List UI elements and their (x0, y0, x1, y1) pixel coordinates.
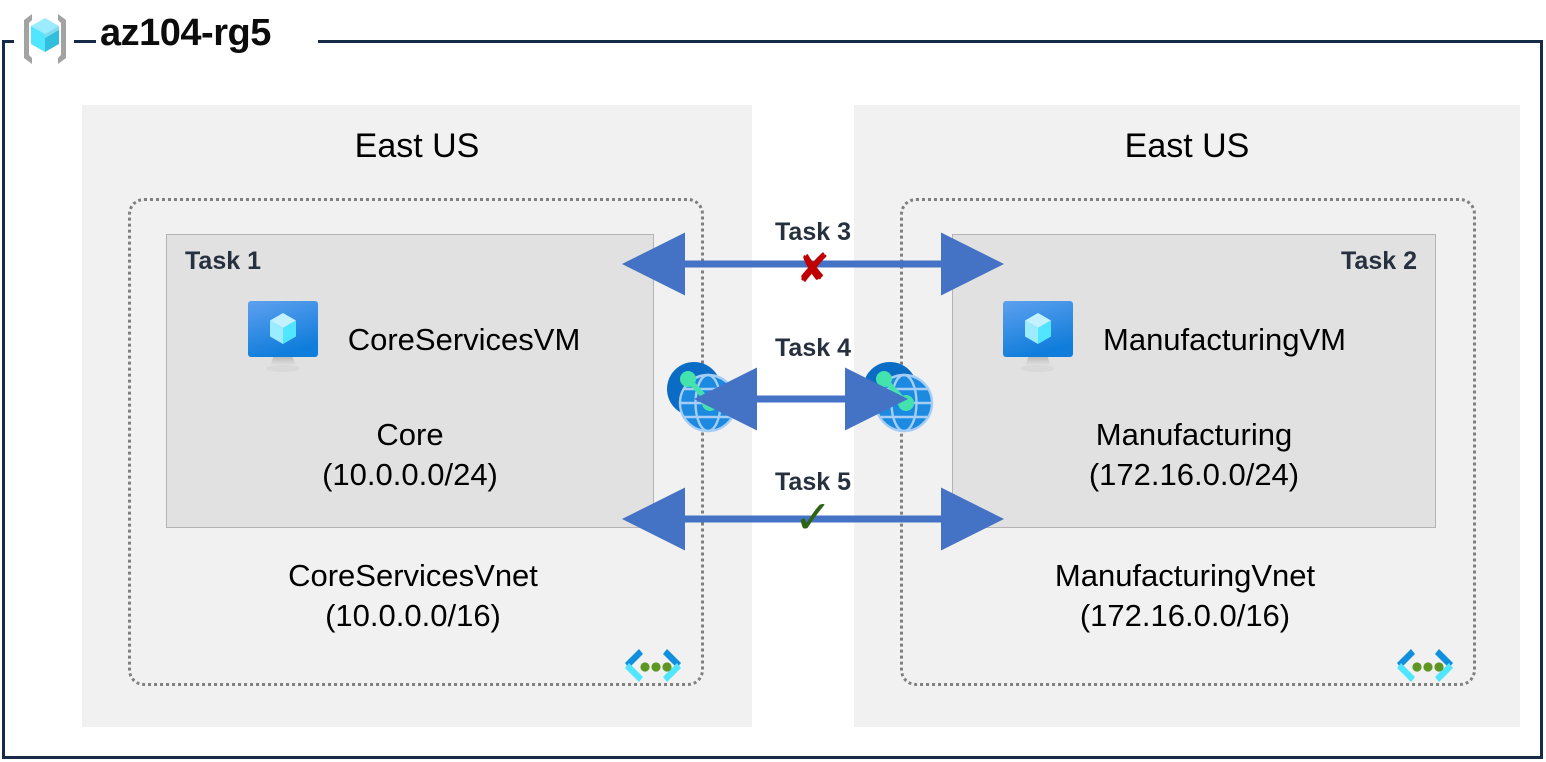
region-label: East US (354, 127, 480, 165)
vnet-cidr: (172.16.0.0/16) (1079, 597, 1291, 633)
connector-arrow-task4 (694, 367, 908, 431)
subnet-box-right: Task 2 (952, 234, 1436, 528)
subnet-label-left: Core (10.0.0.0/24) (167, 415, 653, 494)
vnet-label-right: ManufacturingVnet (172.16.0.0/16) (900, 556, 1470, 635)
task-tag: Task 2 (1341, 247, 1417, 275)
vm-name: CoreServicesVM (347, 321, 581, 357)
connector-label-task5: Task 5 (775, 468, 851, 496)
denied-mark-icon: ✘ (796, 247, 830, 291)
vnet-cidr: (10.0.0.0/16) (325, 597, 501, 633)
subnet-name: Core (376, 417, 444, 452)
subnet-name: Manufacturing (1095, 417, 1293, 452)
frame-left-edge (2, 40, 5, 759)
frame-top-mid-stub (74, 40, 96, 43)
connector-label-task3: Task 3 (775, 218, 851, 246)
vnet-label-left: CoreServicesVnet (10.0.0.0/16) (128, 556, 698, 635)
frame-top-right-edge (318, 40, 1543, 43)
vnet-name: CoreServicesVnet (288, 558, 538, 593)
subnet-cidr: (172.16.0.0/24) (1088, 456, 1300, 492)
connector-label-task4: Task 4 (775, 334, 851, 362)
resource-group-icon (14, 8, 76, 70)
vnet-peering-icon (662, 358, 740, 434)
frame-bottom-edge (2, 756, 1543, 759)
frame-top-left-stub (2, 40, 14, 43)
subnet-label-right: Manufacturing (172.16.0.0/24) (953, 415, 1435, 494)
allowed-mark-icon: ✓ (793, 491, 833, 543)
vnet-icon (618, 645, 688, 691)
subnet-cidr: (10.0.0.0/24) (322, 456, 498, 492)
virtual-machine-icon (240, 297, 326, 382)
vm-row: CoreServicesVM (167, 297, 653, 382)
vnet-icon (1390, 645, 1460, 691)
vnet-container-left (128, 198, 704, 686)
frame-right-edge (1540, 40, 1543, 759)
vm-name: ManufacturingVM (1103, 321, 1346, 357)
virtual-machine-icon (995, 297, 1081, 382)
task-tag: Task 1 (185, 247, 261, 275)
page-title: az104-rg5 (100, 12, 271, 54)
connector-arrow-task3 (622, 232, 1004, 296)
vm-row: ManufacturingVM (953, 297, 1477, 382)
vnet-peering-icon (858, 358, 936, 434)
vnet-name: ManufacturingVnet (1054, 558, 1316, 593)
subnet-box-left: Task 1 (166, 234, 654, 528)
vnet-container-right (900, 198, 1476, 686)
connector-arrow-task5 (622, 487, 1004, 551)
region-label: East US (1124, 127, 1250, 165)
